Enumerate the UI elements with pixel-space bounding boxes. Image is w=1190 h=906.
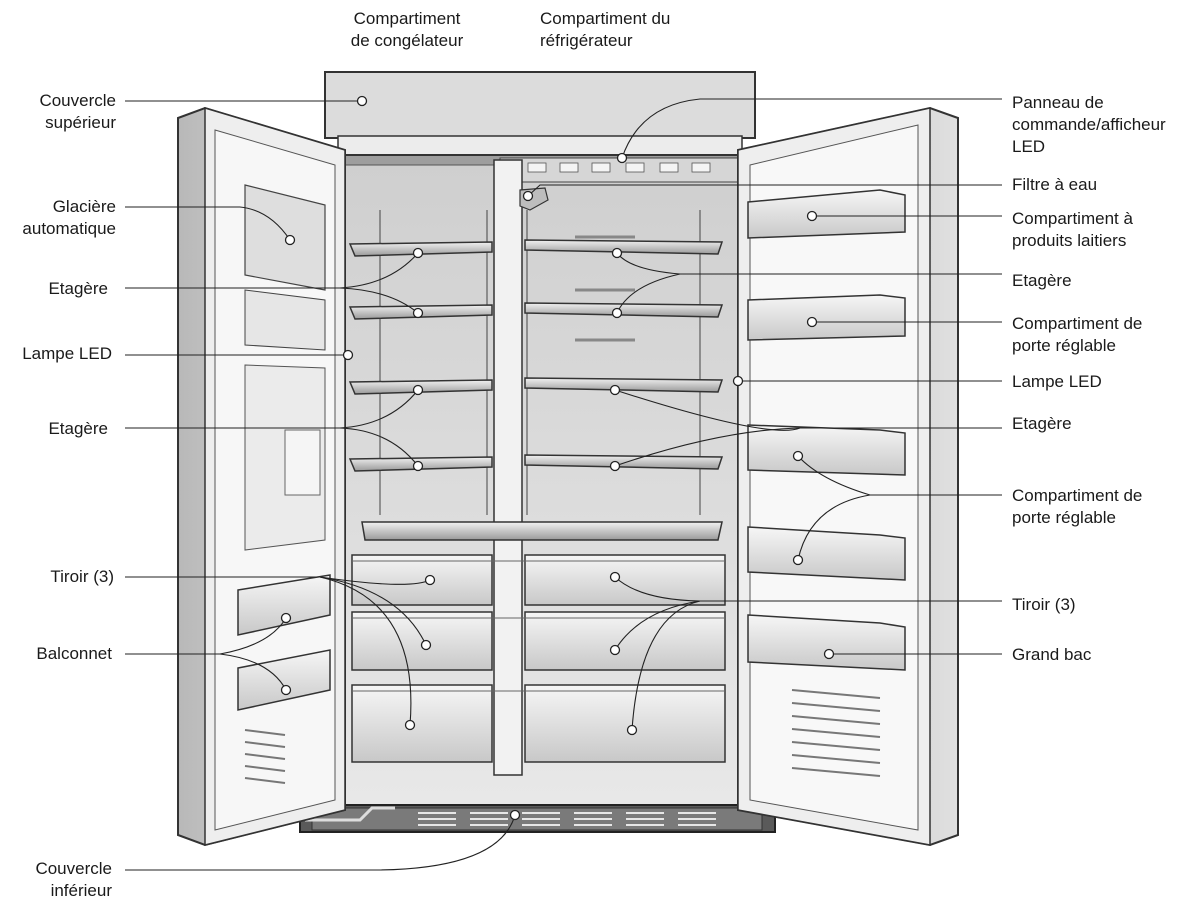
label-bottom-cover: Couvercle inférieur (35, 859, 112, 900)
leader-line (527, 184, 1002, 197)
label-adjustable-bin-lower: Compartiment de porte réglable (1012, 486, 1143, 527)
label-door-bin: Balconnet (36, 644, 112, 663)
leader-line (614, 389, 1002, 431)
label-fridge-compartment: Compartiment du réfrigérateur (540, 9, 671, 50)
leader-line (125, 206, 291, 241)
callout-dot (611, 307, 623, 319)
label-shelf-right-upper: Etagère (1012, 271, 1072, 290)
label-drawer-left: Tiroir (3) (50, 567, 114, 586)
label-drawer-right: Tiroir (3) (1012, 595, 1076, 614)
label-adjustable-bin-upper: Compartiment de porte réglable (1012, 314, 1143, 355)
callout-dot (356, 95, 368, 107)
top-cover-shape (324, 71, 756, 159)
fridge-shelf (524, 302, 724, 318)
label-large-bin: Grand bac (1012, 645, 1092, 664)
callout-dot (609, 384, 621, 396)
fridge-drawer (524, 611, 726, 671)
leader-line (219, 653, 287, 691)
leader-line (621, 98, 1002, 159)
callout-dot (412, 384, 424, 396)
leader-line (797, 494, 871, 561)
callout-dot (280, 684, 292, 696)
leader-line (616, 273, 681, 314)
callout-dot (806, 210, 818, 222)
callout-dot (412, 247, 424, 259)
callout-dot (522, 190, 534, 202)
callout-dot (412, 307, 424, 319)
callout-dot (609, 460, 621, 472)
freezer-door (177, 106, 346, 847)
callout-dot (284, 234, 296, 246)
label-control-panel: Panneau de commande/afficheur LED (1012, 93, 1166, 156)
freezer-drawer (351, 554, 493, 606)
callout-dot (626, 724, 638, 736)
bottom-cover-shape (299, 804, 776, 833)
fridge-drawer (524, 554, 726, 606)
callout-dot (424, 574, 436, 586)
leader-lines (125, 98, 1002, 871)
freezer-drawer (351, 684, 493, 763)
center-divider (493, 159, 523, 776)
callout-dot (342, 349, 354, 361)
callout-dots (280, 95, 835, 821)
callout-dot (609, 644, 621, 656)
label-water-filter: Filtre à eau (1012, 175, 1098, 194)
refrigerator-door (737, 106, 959, 847)
callout-dot (732, 375, 744, 387)
label-led-lamp-right: Lampe LED (1012, 372, 1102, 391)
shelves-group (348, 235, 724, 541)
label-freezer-compartment: Compartiment de congélateur (350, 9, 464, 50)
label-shelf-left-upper: Etagère (48, 279, 108, 298)
drawers-group (351, 554, 726, 763)
callout-dot (616, 152, 628, 164)
fridge-shelf (524, 239, 724, 255)
callout-dot (823, 648, 835, 660)
callout-dot (792, 450, 804, 462)
callout-dot (792, 554, 804, 566)
label-shelf-left-lower: Etagère (48, 419, 108, 438)
callout-dot (509, 809, 521, 821)
callout-dot (806, 316, 818, 328)
freezer-drawer (351, 611, 493, 671)
callout-dot (609, 571, 621, 583)
leader-line (339, 427, 419, 467)
fridge-shelf (524, 377, 724, 393)
leader-line (614, 600, 701, 651)
label-ice-maker: Glacière automatique (22, 197, 116, 238)
label-led-lamp-left: Lampe LED (22, 344, 112, 363)
callout-dot (420, 639, 432, 651)
leader-line (319, 576, 412, 726)
label-dairy-compartment: Compartiment à produits laitiers (1012, 209, 1133, 250)
label-top-cover: Couvercle supérieur (39, 91, 116, 132)
callout-dot (611, 247, 623, 259)
callout-dot (280, 612, 292, 624)
crisper-cover (361, 521, 723, 541)
callout-dot (404, 719, 416, 731)
callout-dot (412, 460, 424, 472)
leader-line (125, 814, 516, 871)
fridge-shelf (524, 454, 724, 470)
leader-line (631, 600, 701, 731)
fridge-drawer (524, 684, 726, 763)
leader-line (319, 576, 427, 646)
leader-line (797, 455, 1002, 496)
label-shelf-right-lower: Etagère (1012, 414, 1072, 433)
leader-line (614, 427, 801, 467)
leader-line (339, 287, 419, 314)
